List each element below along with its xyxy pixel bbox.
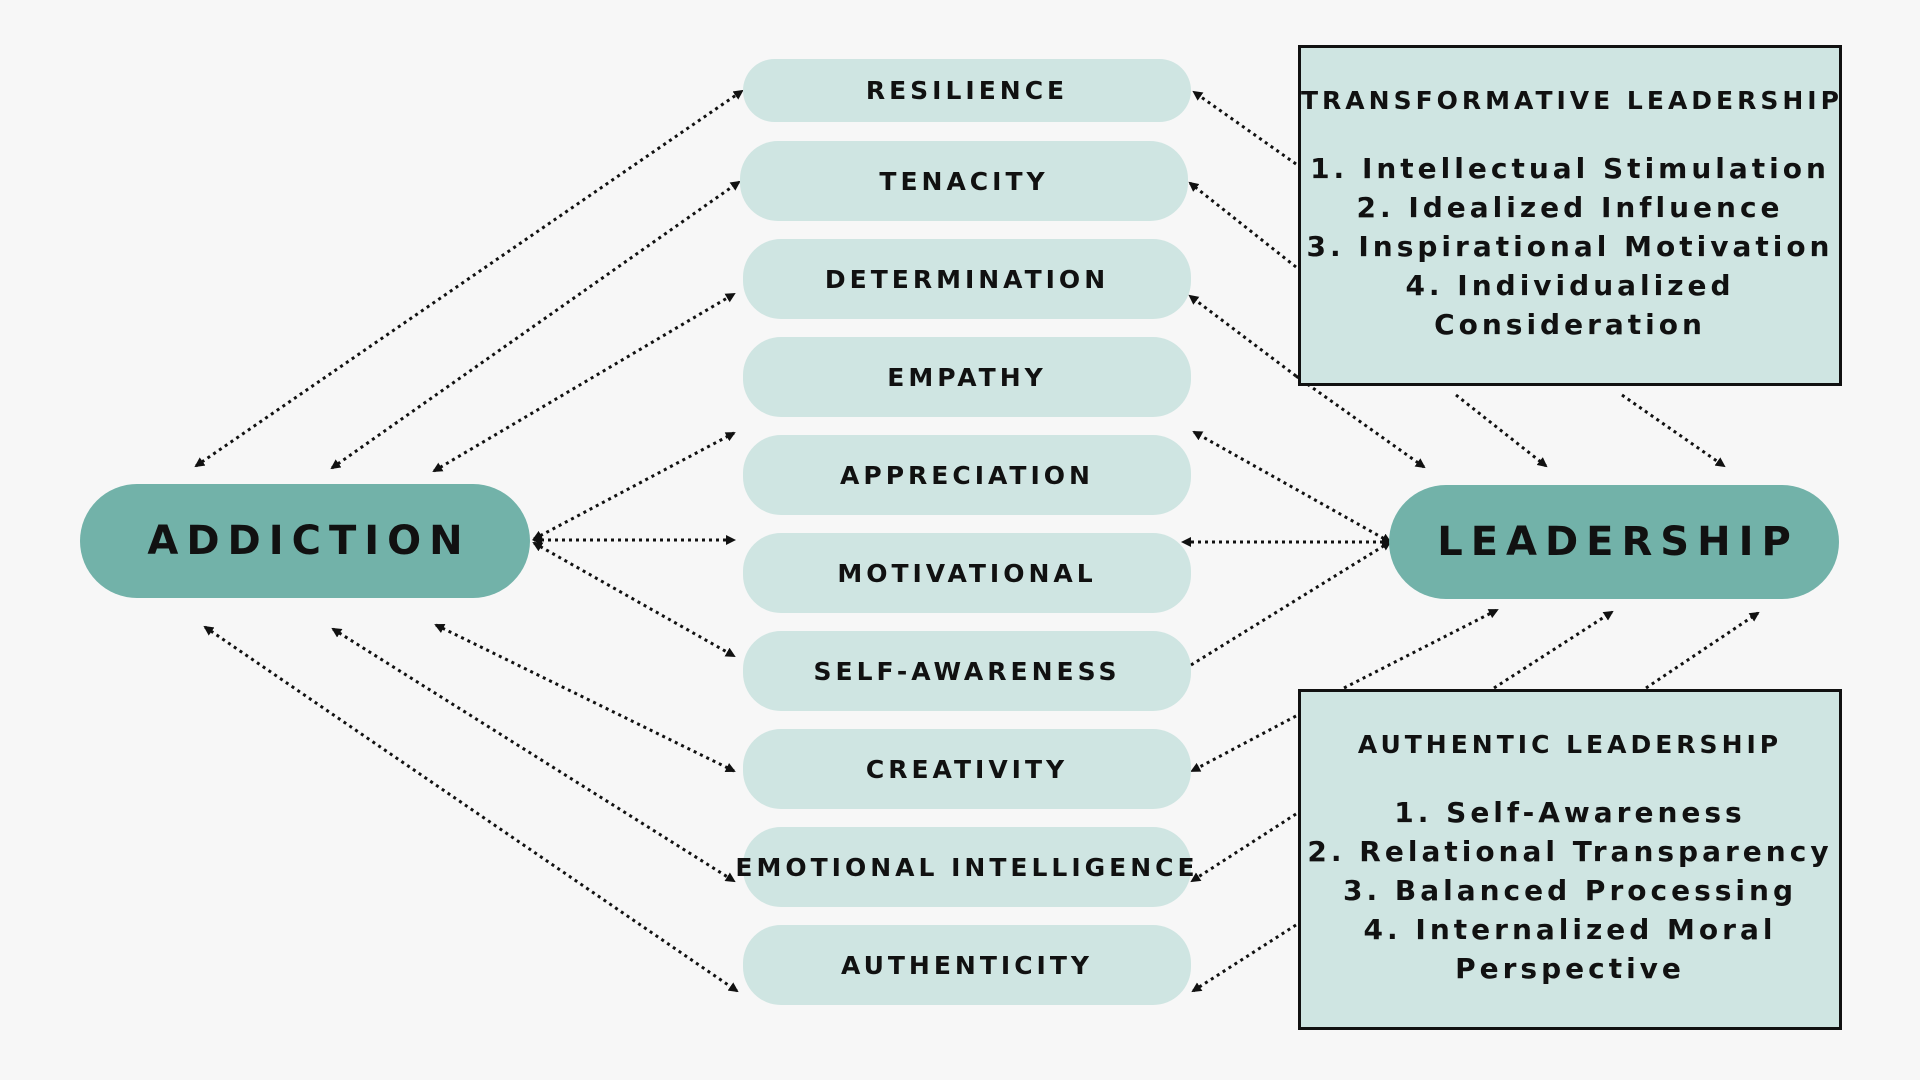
arrow-addiction-appreciation (532, 431, 736, 541)
trait-pill-tenacity: TENACITY (740, 141, 1188, 221)
arrow-addiction-tenacity (330, 180, 741, 470)
addiction-node: ADDICTION (80, 484, 530, 598)
arrow-leadership-appreciation (1192, 430, 1392, 544)
trait-pill-emotional-intelligence: EMOTIONAL INTELLIGENCE (735, 827, 1195, 907)
trait-pill-empathy: EMPATHY (743, 337, 1191, 417)
trait-label: APPRECIATION (840, 460, 1094, 490)
arrow-transformative-determination (1188, 294, 1297, 378)
trait-pill-determination: DETERMINATION (743, 239, 1191, 319)
trait-label: DETERMINATION (824, 264, 1110, 294)
arrow-transformative-leadership-3 (1621, 393, 1726, 468)
authentic-item: 1. Self-Awareness (1394, 796, 1746, 829)
transformative-leadership-title: TRANSFORMATIVE LEADERSHIP (1301, 86, 1843, 115)
transformative-item: 1. Intellectual Stimulation (1310, 152, 1830, 185)
trait-pill-self-awareness: SELF-AWARENESS (743, 631, 1191, 711)
authentic-item: 4. Internalized Moral (1363, 913, 1777, 946)
arrow-transformative-tenacity (1188, 181, 1297, 269)
trait-pill-resilience: RESILIENCE (743, 59, 1191, 122)
arrow-addiction-emotional-intelligence (331, 627, 736, 883)
trait-label: MOTIVATIONAL (837, 558, 1097, 588)
trait-label: AUTHENTICITY (840, 950, 1094, 980)
trait-pill-authenticity: AUTHENTICITY (743, 925, 1191, 1005)
arrow-addiction-resilience (194, 89, 744, 468)
trait-pill-motivational: MOTIVATIONAL (743, 533, 1191, 613)
arrow-addiction-creativity (434, 623, 736, 773)
trait-label: RESILIENCE (865, 76, 1069, 105)
authentic-item: 3. Balanced Processing (1343, 874, 1797, 907)
leadership-label: LEADERSHIP (1437, 519, 1799, 565)
arrow-transformative-leadership-1 (1295, 374, 1426, 469)
authentic-leadership-box: AUTHENTIC LEADERSHIP 1. Self-Awareness 2… (1298, 689, 1842, 1030)
authentic-leadership-title: AUTHENTIC LEADERSHIP (1357, 730, 1783, 759)
trait-label: SELF-AWARENESS (813, 656, 1121, 686)
addiction-label: ADDICTION (147, 518, 471, 564)
arrow-authentic-creativity (1190, 714, 1297, 773)
trait-label: EMPATHY (887, 362, 1047, 392)
trait-pill-appreciation: APPRECIATION (743, 435, 1191, 515)
arrow-transformative-resilience (1192, 90, 1297, 166)
arrow-leadership-self-awareness (1190, 540, 1392, 667)
authentic-item: 2. Relational Transparency (1307, 835, 1833, 868)
arrow-authentic-authenticity (1191, 923, 1297, 993)
arrow-authentic-emotional-intelligence (1190, 812, 1297, 883)
arrow-authentic-leadership-1 (1343, 608, 1499, 690)
transformative-item: 2. Idealized Influence (1356, 191, 1784, 224)
arrow-transformative-leadership-2 (1455, 393, 1548, 468)
authentic-item: Perspective (1455, 952, 1685, 985)
arrow-addiction-self-awareness (532, 541, 736, 658)
transformative-item: Consideration (1434, 308, 1706, 341)
leadership-node: LEADERSHIP (1389, 485, 1839, 599)
arrow-authentic-leadership-2 (1493, 610, 1614, 690)
trait-label: TENACITY (879, 166, 1049, 196)
transformative-leadership-box: TRANSFORMATIVE LEADERSHIP 1. Intellectua… (1298, 45, 1842, 386)
trait-pill-creativity: CREATIVITY (743, 729, 1191, 809)
transformative-item: 4. Individualized (1405, 269, 1735, 302)
transformative-item: 3. Inspirational Motivation (1306, 230, 1834, 263)
arrow-addiction-determination (432, 292, 736, 473)
trait-label: EMOTIONAL INTELLIGENCE (735, 852, 1199, 882)
arrow-authentic-leadership-3 (1645, 611, 1760, 690)
trait-label: CREATIVITY (865, 754, 1069, 784)
arrow-addiction-authenticity (203, 625, 739, 993)
